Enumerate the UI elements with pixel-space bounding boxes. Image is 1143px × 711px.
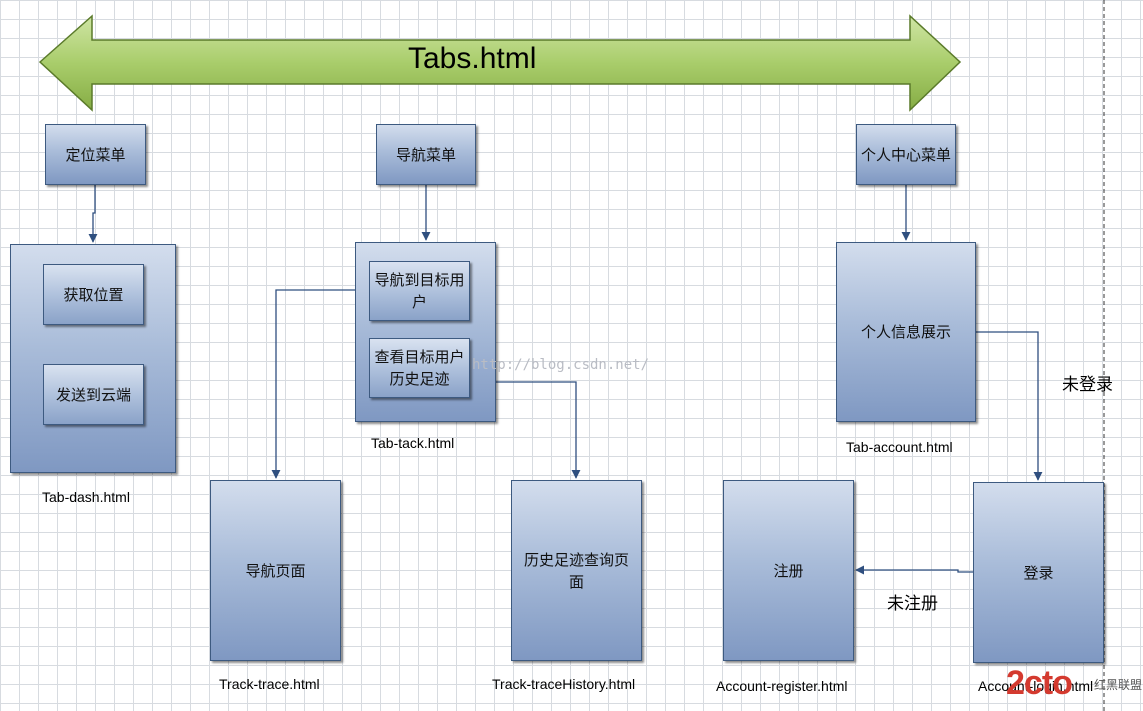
dash-menu-label: 定位菜单 [65,145,126,164]
logo-subtext: 红黑联盟 [1094,678,1143,692]
track-menu-box[interactable]: 导航菜单 [376,124,476,185]
login-page-label: 登录 [1023,563,1054,582]
dash-menu-box[interactable]: 定位菜单 [45,124,146,185]
tab-account-box[interactable]: 个人信息展示 [836,242,976,422]
edge-register [855,565,973,575]
nav-target-label: 导航到目标用户 [374,271,465,311]
get-location-box[interactable]: 获取位置 [43,264,144,325]
edge-history [471,381,581,479]
account-menu-box[interactable]: 个人中心菜单 [856,124,956,185]
tab-account-file: Tab-account.html [846,439,953,455]
account-info-label: 个人信息展示 [860,323,951,341]
trace-page-label: 导航页面 [245,561,306,580]
account-menu-label: 个人中心菜单 [861,145,952,164]
trace-page-file: Track-trace.html [219,676,320,692]
nav-target-box[interactable]: 导航到目标用户 [369,261,470,321]
register-page-label: 注册 [773,561,804,580]
tab-track-file: Tab-tack.html [371,435,455,451]
history-page-box[interactable]: 历史足迹查询页面 [511,480,642,661]
tab-dash-file: Tab-dash.html [42,489,130,505]
logo-icon: 2cto [1006,664,1073,702]
edge-login [976,331,1043,481]
edge-dash-menu [88,185,98,243]
edge-label-not-logged-in: 未登录 [1062,375,1113,395]
view-history-box[interactable]: 查看目标用户历史足迹 [369,338,470,398]
get-location-label: 获取位置 [63,285,124,304]
view-history-label: 查看目标用户历史足迹 [374,348,465,388]
send-cloud-label: 发送到云端 [55,385,131,404]
history-page-label: 历史足迹查询页面 [523,550,629,591]
trace-page-box[interactable]: 导航页面 [210,480,341,661]
edge-nav-trace [271,289,369,479]
banner-title: Tabs.html [408,42,537,75]
send-cloud-box[interactable]: 发送到云端 [43,364,144,425]
register-page-box[interactable]: 注册 [723,480,854,661]
tabs-banner-arrow [38,14,962,112]
history-page-file: Track-traceHistory.html [492,676,636,692]
watermark-text: http://blog.csdn.net/ [472,357,650,373]
login-page-file: Account-login.html [978,678,1094,694]
register-page-file: Account-register.html [716,678,848,694]
login-page-box[interactable]: 登录 [973,482,1104,663]
track-menu-label: 导航菜单 [395,145,456,164]
edge-label-not-registered: 未注册 [887,594,938,614]
